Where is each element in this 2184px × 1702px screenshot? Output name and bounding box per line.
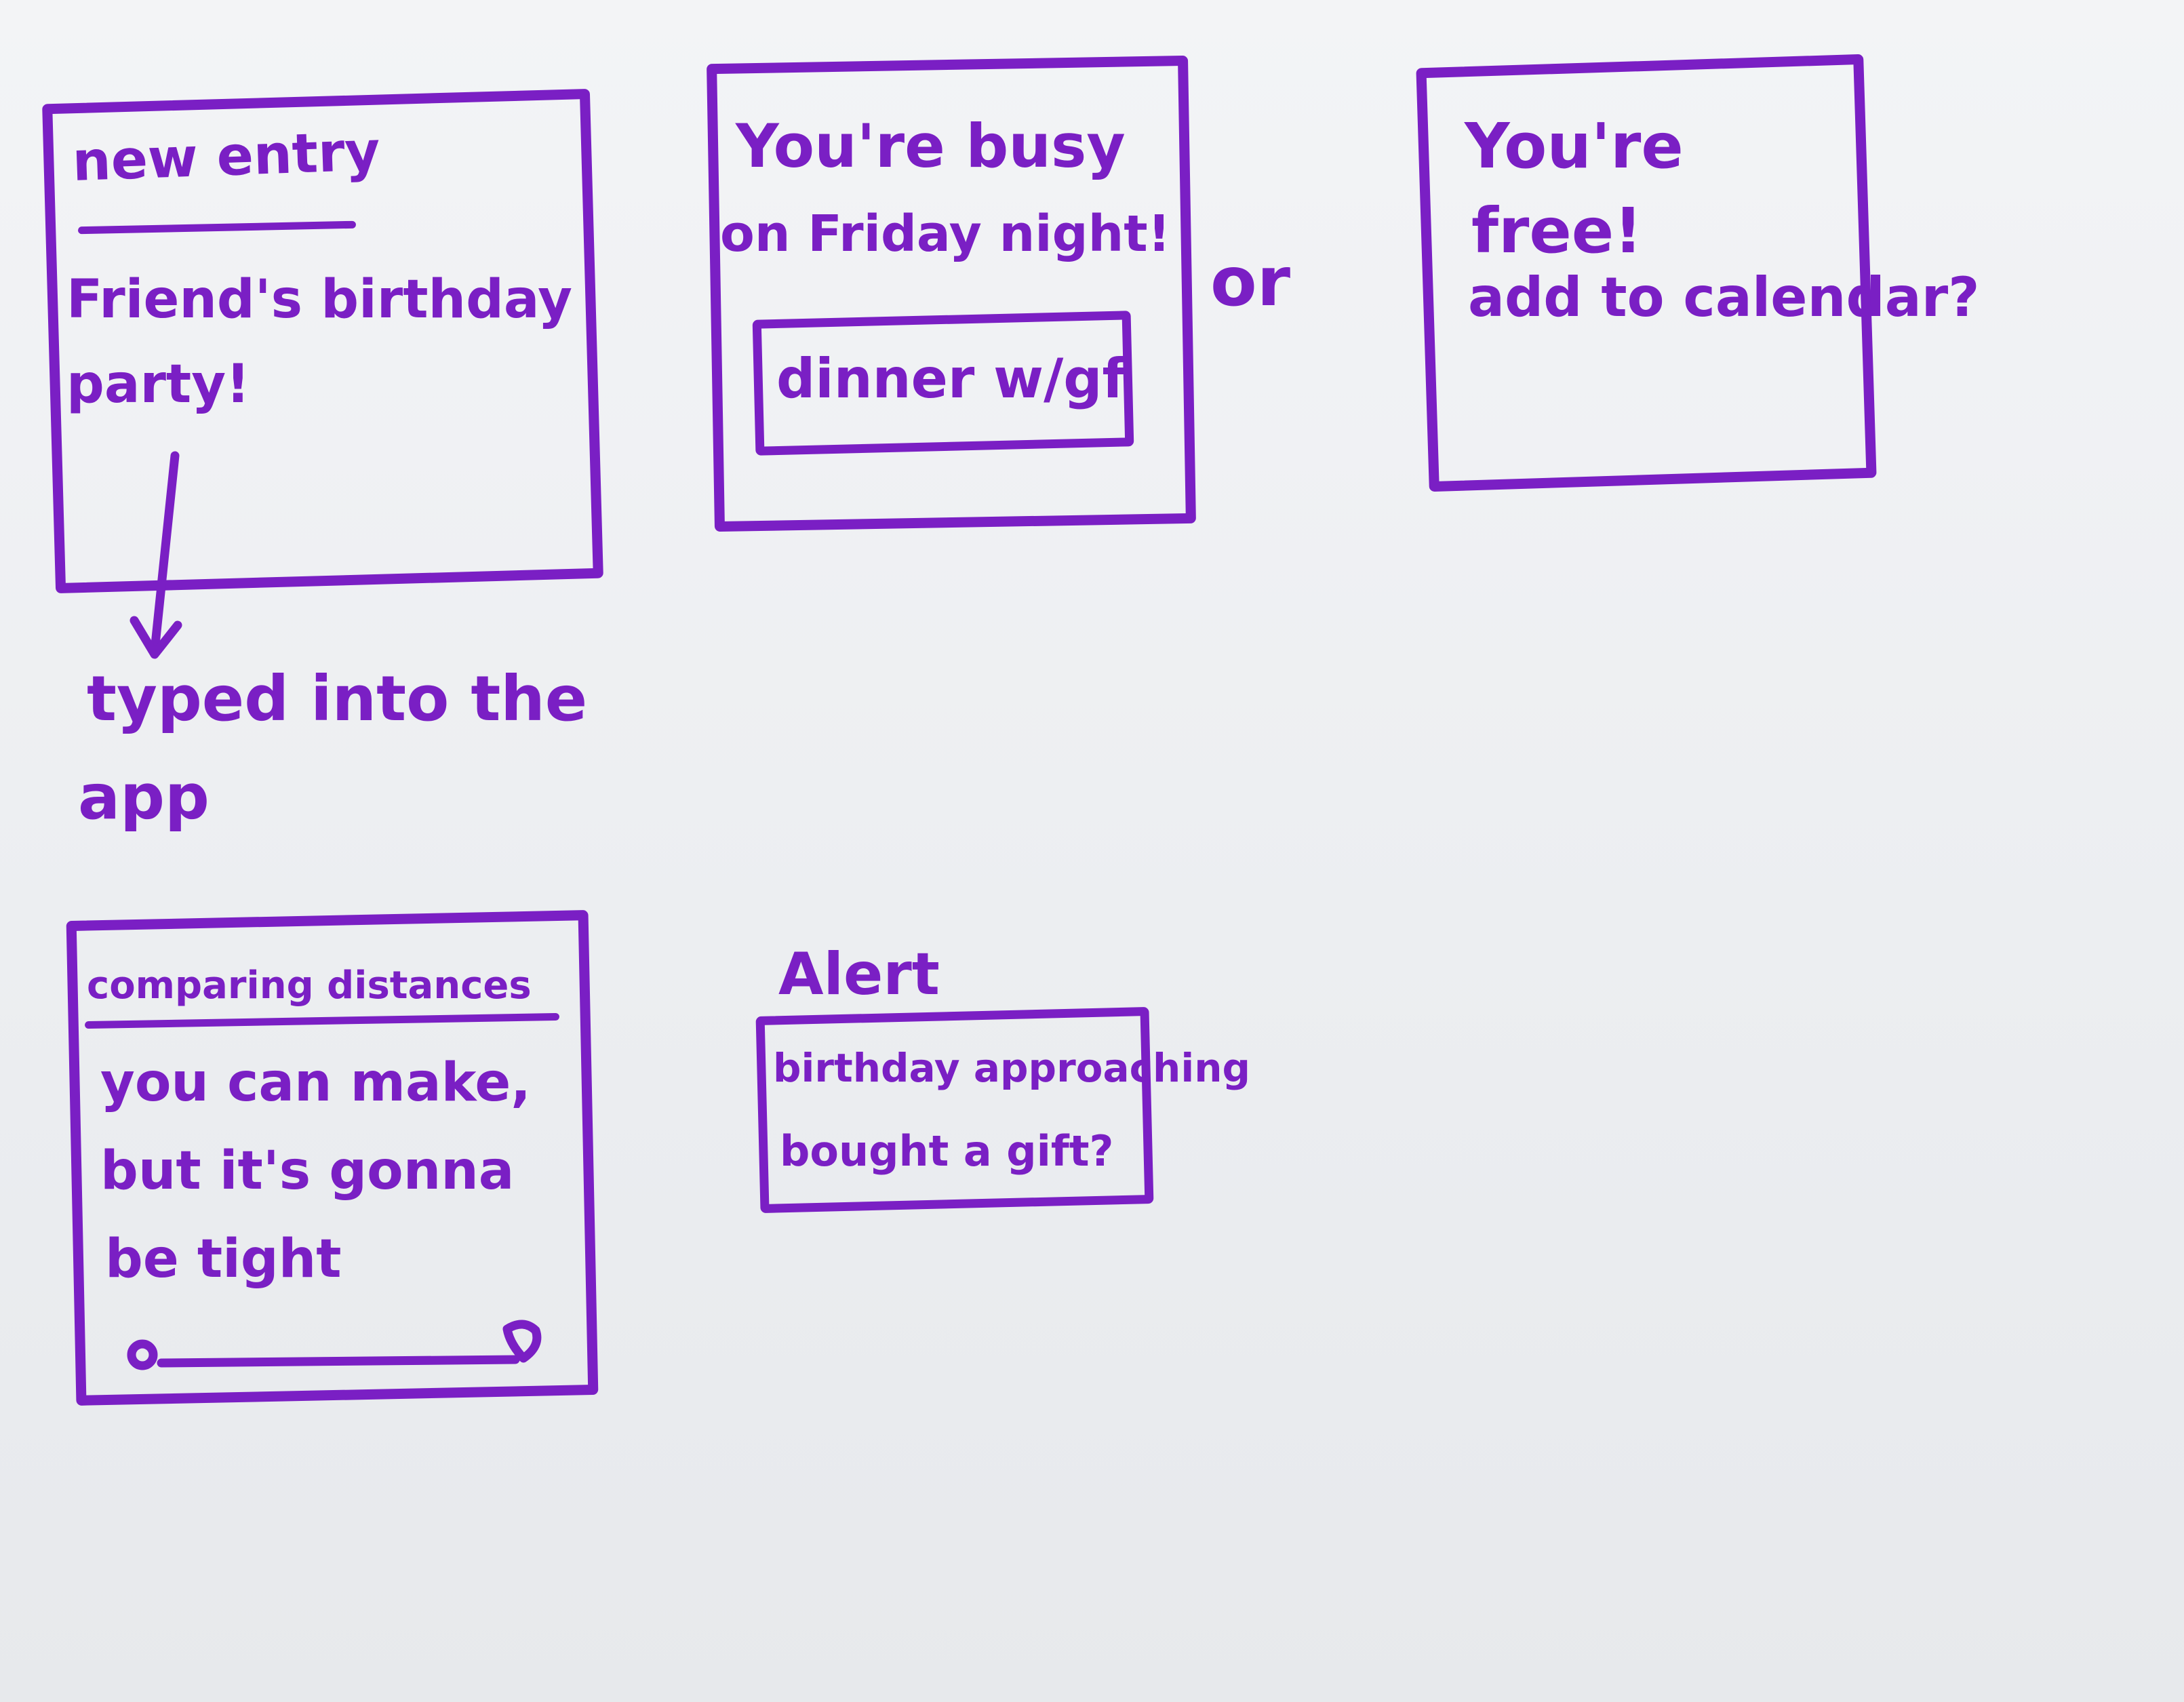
distance-route-line (157, 1355, 520, 1368)
new-entry-text-line1: Friend's birthday (66, 269, 572, 330)
arrow-head (130, 616, 182, 659)
busy-text-line1: You're busy (736, 111, 1126, 181)
end-pin-icon (502, 1320, 542, 1363)
typed-note-line1: typed into the (87, 662, 588, 735)
new-entry-text-line2: party! (66, 354, 250, 415)
typed-note-line2: app (78, 761, 210, 833)
alert-heading: Alert (778, 941, 940, 1008)
free-text-line1: You're (1465, 110, 1684, 182)
distances-title: comparing distances (87, 964, 532, 1008)
start-pin-icon (127, 1339, 158, 1370)
dinner-event-label: dinner w/gf (776, 347, 1126, 410)
or-label: or (1210, 242, 1291, 321)
busy-text-line2: on Friday night! (720, 205, 1171, 263)
alert-text-line2: bought a gift? (780, 1126, 1114, 1176)
distances-text-line2: but it's gonna (100, 1141, 515, 1202)
distances-text-line1: you can make, (100, 1052, 531, 1113)
free-text-line2: free! (1471, 195, 1643, 267)
alert-text-line1: birthday approaching (773, 1045, 1251, 1091)
distances-text-line3: be tight (105, 1229, 342, 1290)
arrow-shaft (150, 451, 180, 656)
free-text-line3: add to calendar? (1468, 266, 1980, 329)
